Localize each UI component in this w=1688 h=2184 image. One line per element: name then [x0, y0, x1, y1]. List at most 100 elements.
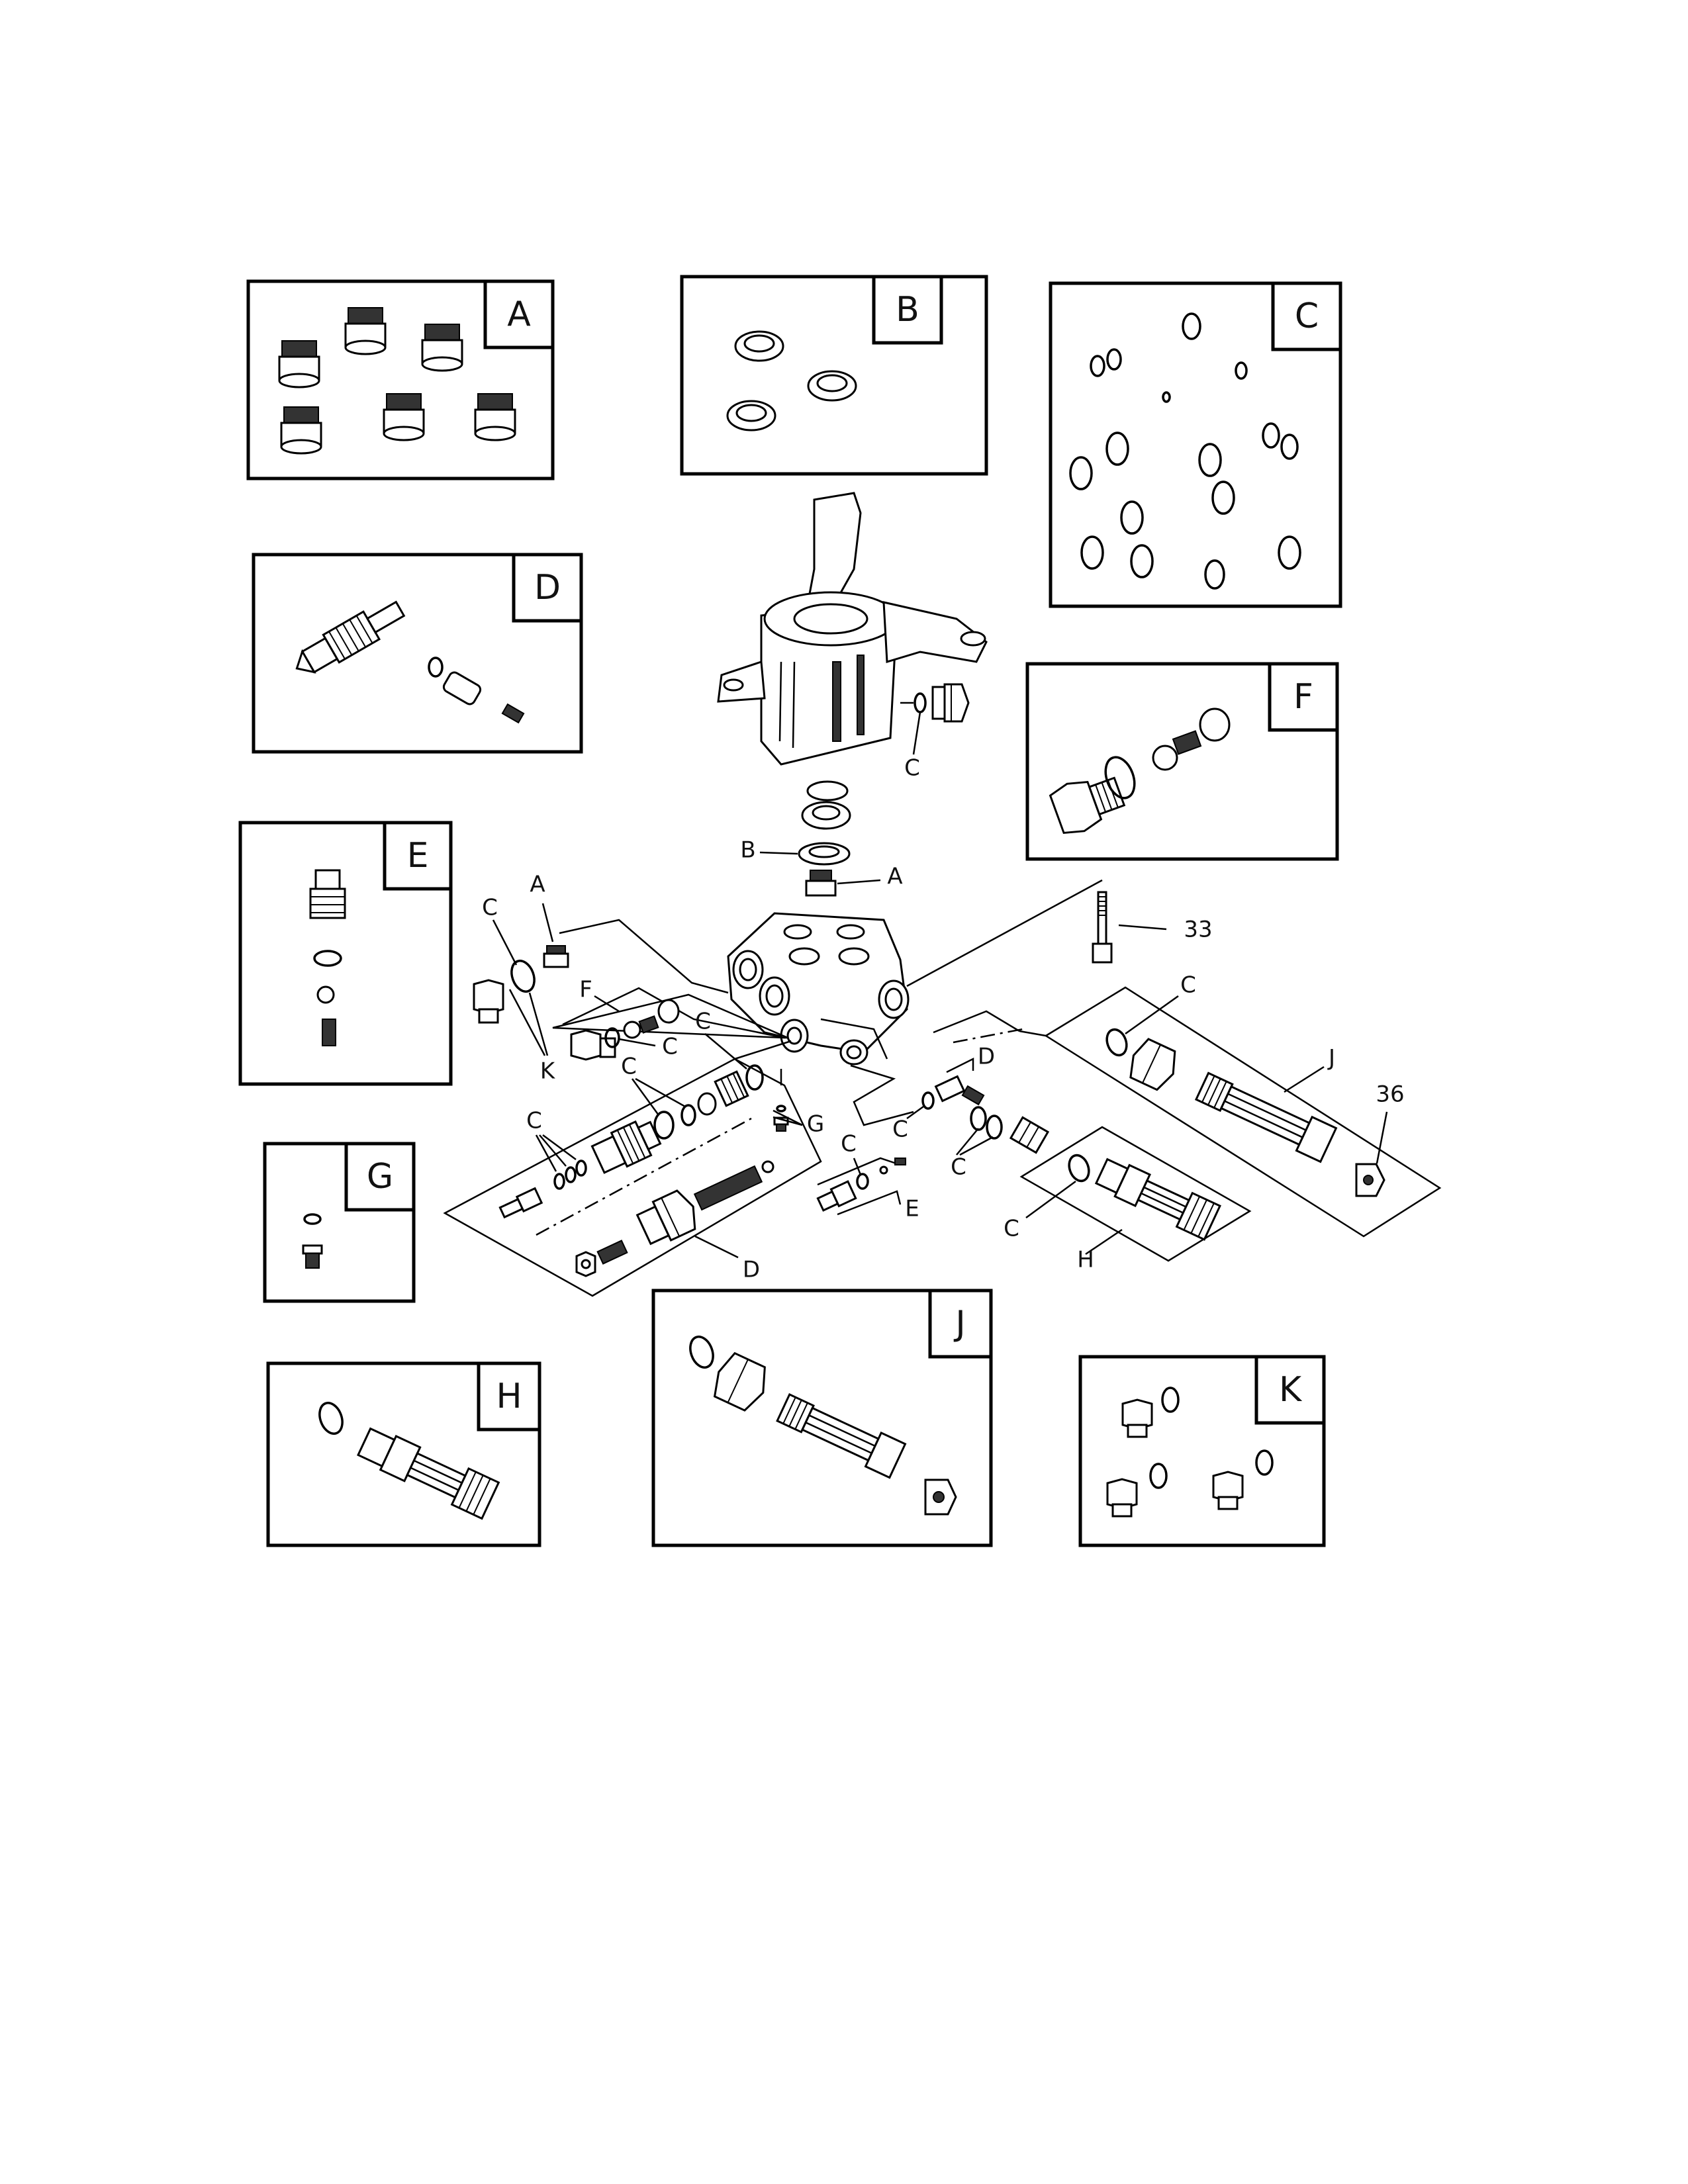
unloader-icon	[590, 1120, 662, 1174]
callout-a-valve: A	[887, 864, 902, 890]
connector-line	[1019, 1030, 1047, 1037]
group-h-frame	[1019, 1126, 1252, 1262]
kit-c-panel: C	[1049, 281, 1342, 608]
callout-g-screw: G	[807, 1111, 824, 1138]
unloader-icon	[498, 1187, 543, 1219]
spring-icon	[322, 1019, 336, 1046]
kit-d-label: D	[534, 568, 561, 608]
o-ring-icon	[428, 657, 444, 678]
callout-c-e: C	[841, 1131, 857, 1158]
o-ring-icon	[689, 1336, 714, 1369]
o-ring-icon	[1149, 1387, 1274, 1489]
bolt-icon	[1092, 891, 1113, 964]
seal-icon	[726, 330, 857, 432]
callout-part-33: 33	[1184, 917, 1212, 943]
leader-line	[946, 1057, 974, 1073]
o-ring-icon	[604, 1027, 620, 1048]
unloader-icon	[295, 600, 406, 674]
kit-g-label: G	[367, 1157, 393, 1197]
ball-icon	[316, 985, 335, 1004]
injector-icon	[816, 1180, 857, 1212]
kit-b-panel: B	[680, 275, 988, 476]
group-f-frame	[552, 993, 788, 1039]
kit-a-panel: A	[246, 279, 555, 480]
kit-f-label: F	[1293, 677, 1313, 717]
callout-c-lower: C	[951, 1154, 966, 1181]
screw-icon	[761, 1160, 774, 1173]
kit-h-panel: H	[266, 1361, 541, 1547]
o-ring-icon	[745, 1064, 764, 1091]
o-ring-icon	[1105, 1028, 1128, 1057]
callout-c-mid: C	[621, 1054, 637, 1080]
o-ring-icon	[986, 1115, 1003, 1140]
o-ring-icon	[318, 1402, 344, 1435]
axis-line	[536, 1117, 752, 1236]
o-ring-icon	[1104, 756, 1136, 799]
screw-icon	[302, 1244, 323, 1269]
injector-icon	[309, 869, 346, 919]
screen-icon	[924, 1479, 957, 1516]
spring-icon	[961, 1085, 985, 1106]
callout-c-stem: C	[526, 1108, 542, 1134]
seat-icon	[1009, 1116, 1050, 1154]
connector-line	[933, 1010, 1020, 1034]
seat-icon	[657, 999, 680, 1024]
plug-icon	[570, 1029, 616, 1061]
o-ring-icon	[565, 1166, 577, 1183]
leader-line	[539, 1134, 567, 1167]
unloader-icon	[714, 1070, 749, 1107]
kit-a-label: A	[507, 295, 531, 334]
seat-icon	[1199, 707, 1231, 742]
valve-icon	[278, 307, 516, 455]
leader-line	[759, 851, 798, 855]
group-d-frame	[734, 1040, 792, 1060]
callout-c-j: C	[1180, 972, 1196, 999]
callout-h-group: H	[1077, 1247, 1094, 1273]
leader-line	[508, 989, 546, 1056]
leader-line	[773, 1109, 803, 1126]
o-ring-icon	[1068, 1154, 1090, 1183]
plug-icon	[1106, 1398, 1244, 1518]
leader-line	[1125, 995, 1179, 1035]
o-ring-icon	[921, 1091, 935, 1110]
filter-tube-icon	[776, 1393, 907, 1479]
callout-f-group: F	[579, 977, 592, 1003]
o-ring-icon	[575, 1160, 587, 1177]
group-e-frame	[817, 1157, 901, 1186]
ball-icon	[879, 1165, 888, 1175]
spring-icon	[501, 703, 525, 724]
group-d-frame	[443, 1058, 822, 1297]
kit-f-panel: F	[1025, 662, 1339, 861]
connector-line	[906, 879, 1103, 987]
leader-line	[853, 1158, 862, 1175]
leader-line	[594, 995, 620, 1013]
callout-d-right: D	[978, 1044, 995, 1070]
kit-c-label: C	[1295, 296, 1319, 336]
leader-line	[618, 1038, 656, 1047]
seal-icon	[798, 780, 851, 866]
connector-line	[559, 919, 729, 994]
o-ring-icon	[680, 1104, 696, 1126]
callout-d-unloader: D	[743, 1257, 760, 1283]
o-ring-icon	[303, 1213, 322, 1225]
leader-line	[535, 1134, 557, 1172]
valve-icon	[805, 870, 837, 897]
plug-icon	[1049, 776, 1126, 835]
o-ring-icon	[914, 692, 927, 713]
filter-tube-icon	[1094, 1158, 1221, 1241]
screen-icon	[1355, 1163, 1385, 1197]
kit-k-label: K	[1279, 1370, 1303, 1410]
leader-line	[528, 992, 549, 1056]
spring-icon	[1172, 730, 1202, 755]
axis-line	[953, 1028, 1023, 1044]
group-j-frame	[1044, 986, 1442, 1238]
leader-line	[906, 1105, 924, 1120]
spring-icon	[894, 1158, 906, 1165]
filter-tube-icon	[1194, 1071, 1338, 1163]
callout-c-left: C	[482, 895, 498, 921]
nut-icon	[1129, 1038, 1176, 1091]
kit-j-label: J	[953, 1304, 965, 1343]
ball-icon	[1152, 745, 1178, 771]
group-e-frame	[837, 1190, 902, 1216]
